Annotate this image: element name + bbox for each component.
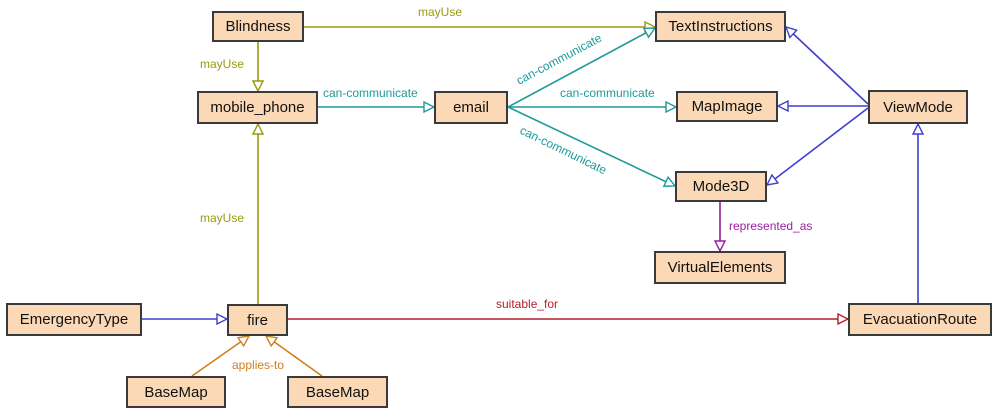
node-basemap-2[interactable]: BaseMap: [287, 376, 388, 408]
node-blindness[interactable]: Blindness: [212, 11, 304, 42]
edge-viewmode-mode3d: [767, 107, 869, 185]
edge-basemap1-fire: [191, 336, 249, 377]
label-suitable-for: suitable_for: [496, 297, 558, 311]
edge-email-textinstructions: [507, 28, 655, 108]
node-map-image[interactable]: MapImage: [676, 91, 778, 122]
node-fire[interactable]: fire: [227, 304, 288, 336]
label-applies-to: applies-to: [232, 358, 284, 372]
label-represented-as: represented_as: [729, 219, 812, 233]
node-evacuation-route[interactable]: EvacuationRoute: [848, 303, 992, 336]
label-mayuse-top: mayUse: [418, 5, 462, 19]
node-basemap-1[interactable]: BaseMap: [126, 376, 226, 408]
label-can-communicate-3d: can-communicate: [518, 123, 610, 177]
label-can-communicate-phone: can-communicate: [323, 86, 418, 100]
node-virtual-elements[interactable]: VirtualElements: [654, 251, 786, 284]
node-text-instructions[interactable]: TextInstructions: [655, 11, 786, 42]
node-email[interactable]: email: [434, 91, 508, 124]
label-mayuse-fire: mayUse: [200, 211, 244, 225]
edge-viewmode-textinstructions: [786, 27, 869, 105]
node-view-mode[interactable]: ViewMode: [868, 90, 968, 124]
label-mayuse-left: mayUse: [200, 57, 244, 71]
node-emergency-type[interactable]: EmergencyType: [6, 303, 142, 336]
label-can-communicate-map: can-communicate: [560, 86, 655, 100]
edge-basemap2-fire: [266, 336, 323, 377]
edge-email-mode3d: [507, 106, 675, 186]
node-mode-3d[interactable]: Mode3D: [675, 171, 767, 202]
node-mobile-phone[interactable]: mobile_phone: [197, 91, 318, 124]
